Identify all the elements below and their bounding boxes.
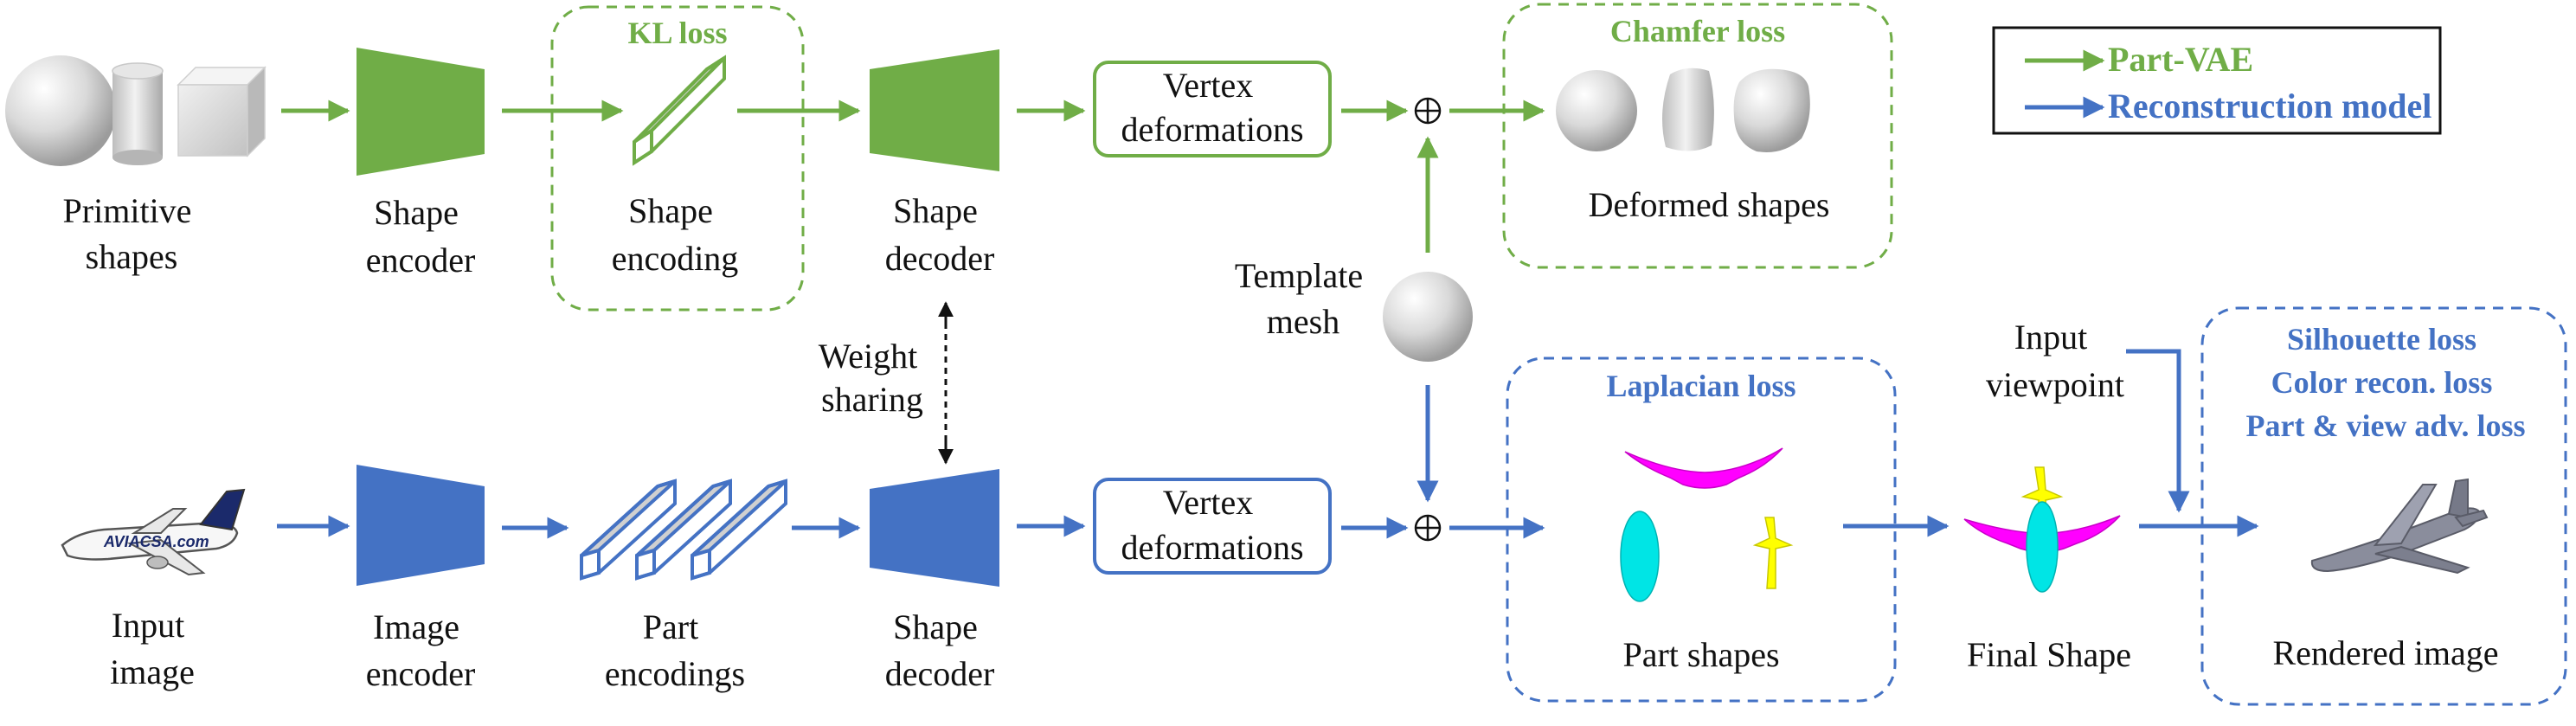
weight-sharing-label: Weight sharing [819,337,927,419]
part-encodings-bars [580,479,787,581]
vertex-deformations-top-label: Vertex deformations [1121,66,1303,149]
deformed-sphere [1556,70,1637,151]
primitive-shapes [5,55,267,166]
part-encoding-bar-2 [635,479,732,581]
part-tail [1752,517,1794,589]
part-encoding-bar-1 [580,479,677,581]
plus-operator-bottom [1414,514,1442,542]
legend: Part-VAE Reconstruction model [1992,26,2442,135]
deformed-shapes-label: Deformed shapes [1589,185,1830,224]
part-shapes-label: Part shapes [1622,635,1779,674]
kl-loss-label: KL loss [627,16,727,50]
legend-box [1992,26,2442,135]
vertex-deformations-bottom-label: Vertex deformations [1121,483,1303,567]
vertex-deformations-bottom-box [1093,478,1332,575]
template-mesh-label: Template mesh [1235,256,1372,341]
shape-decoder-bottom-label: Shape decoder [885,607,995,693]
deformed-cube [1733,68,1810,152]
part-fuselage [1620,511,1660,602]
vertex-deformations-top-box [1093,61,1332,157]
rendered-image-airplane [2310,478,2489,575]
chamfer-loss-label: Chamfer loss [1610,14,1785,48]
render-loss-box [2200,306,2567,706]
cube-primitive [177,66,267,157]
primitive-shapes-label: Primitive shapes [63,191,201,276]
final-shape-label: Final Shape [1967,635,2131,674]
input-image-label: Input image [110,606,195,691]
deformed-shapes [1556,67,1810,152]
image-encoder-label: Image encoder [366,607,476,693]
shape-decoder-bottom-trapezoid [870,469,999,587]
part-encodings-label: Part encodings [605,607,745,693]
cylinder-primitive [112,62,164,165]
shape-decoder-top-label: Shape decoder [885,191,995,278]
shape-decoder-top-trapezoid [870,49,999,171]
legend-vae-label: Part-VAE [2108,40,2253,79]
template-mesh-sphere [1383,272,1473,362]
part-encoding-bar-3 [691,479,787,581]
legend-recon-label: Reconstruction model [2108,87,2431,125]
sphere-primitive [5,55,116,166]
shape-encoder-trapezoid [357,48,485,176]
input-viewpoint-label: Input viewpoint [1986,318,2124,404]
laplacian-loss-box [1506,357,1897,703]
plus-operator-top [1414,97,1442,125]
shape-encoder-label: Shape encoder [366,193,476,279]
shape-encoding-bar [633,55,726,166]
arrow-viewpoint-to-render [2126,349,2190,513]
kl-loss-box [550,5,805,312]
rendered-image-label: Rendered image [2273,633,2499,672]
image-encoder-trapezoid [357,465,485,586]
shape-encoding-label: Shape encoding [612,191,739,278]
input-image-airplane: AVIACSA.com [61,488,246,576]
render-losses-label: Silhouette loss Color recon. loss Part &… [2246,322,2526,443]
airline-logo: AVIACSA.com [103,533,209,550]
part-wings [1624,447,1783,489]
deformed-cylinder [1662,67,1714,151]
part-shapes [1620,447,1794,602]
final-shape [1963,466,2121,593]
laplacian-loss-label: Laplacian loss [1606,369,1795,403]
